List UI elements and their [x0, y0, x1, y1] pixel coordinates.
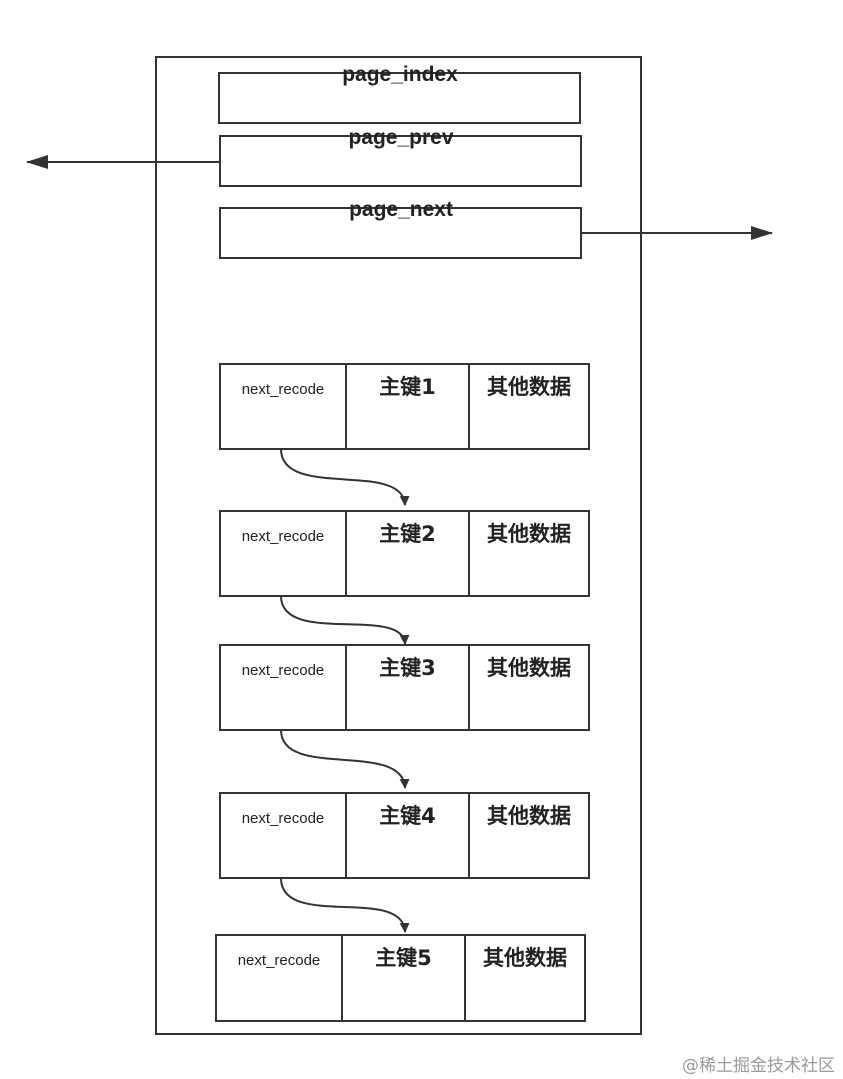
record-link-arrow-2: [280, 595, 410, 645]
other-data-cell: 其他数据: [468, 646, 588, 729]
next-record-label: next_recode: [241, 528, 325, 545]
next-record-label: next_recode: [237, 952, 321, 969]
page-prev-label: page_prev: [348, 126, 454, 149]
other-data-label: 其他数据: [487, 375, 571, 399]
primary-key-label: 主键4: [379, 804, 436, 828]
record-link-arrow-4: [280, 877, 410, 933]
page-next-label: page_next: [349, 198, 453, 221]
other-data-cell: 其他数据: [468, 512, 588, 595]
next-record-cell: next_recode: [221, 512, 345, 595]
next-record-cell: next_recode: [221, 646, 345, 729]
record-1: next_recode 主键1 其他数据: [219, 363, 590, 450]
primary-key-cell: 主键3: [345, 646, 468, 729]
next-record-label: next_recode: [241, 662, 325, 679]
record-4: next_recode 主键4 其他数据: [219, 792, 590, 879]
primary-key-cell: 主键2: [345, 512, 468, 595]
other-data-label: 其他数据: [487, 656, 571, 680]
next-record-label: next_recode: [241, 810, 325, 827]
primary-key-label: 主键1: [379, 375, 436, 399]
other-data-label: 其他数据: [487, 522, 571, 546]
primary-key-label: 主键3: [379, 656, 436, 680]
primary-key-label: 主键2: [379, 522, 436, 546]
other-data-cell: 其他数据: [464, 936, 584, 1020]
other-data-label: 其他数据: [487, 804, 571, 828]
next-record-label: next_recode: [241, 381, 325, 398]
page-prev-box: [219, 135, 582, 187]
next-record-cell: next_recode: [217, 936, 341, 1020]
record-5: next_recode 主键5 其他数据: [215, 934, 586, 1022]
record-link-arrow-3: [280, 729, 410, 789]
data-page: [155, 56, 642, 1035]
primary-key-cell: 主键1: [345, 365, 468, 448]
next-record-cell: next_recode: [221, 365, 345, 448]
other-data-label: 其他数据: [483, 946, 567, 970]
primary-key-cell: 主键5: [341, 936, 464, 1020]
page-index-label: page_index: [342, 63, 458, 86]
record-3: next_recode 主键3 其他数据: [219, 644, 590, 731]
watermark: @稀土掘金技术社区: [682, 1056, 835, 1076]
record-2: next_recode 主键2 其他数据: [219, 510, 590, 597]
other-data-cell: 其他数据: [468, 794, 588, 877]
record-link-arrow-1: [280, 448, 410, 506]
next-record-cell: next_recode: [221, 794, 345, 877]
other-data-cell: 其他数据: [468, 365, 588, 448]
primary-key-label: 主键5: [375, 946, 432, 970]
page-next-box: [219, 207, 582, 259]
primary-key-cell: 主键4: [345, 794, 468, 877]
page-index-box: [218, 72, 581, 124]
